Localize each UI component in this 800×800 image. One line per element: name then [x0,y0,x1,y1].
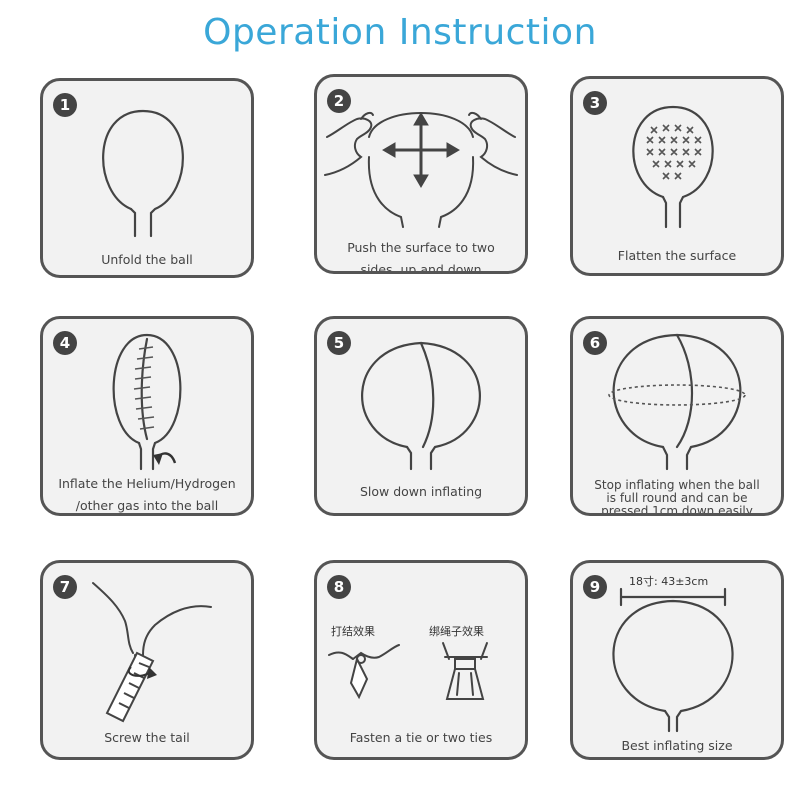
step-number: 6 [583,331,607,355]
step-number: 1 [53,93,77,117]
step-caption: Fasten a tie or two ties [349,730,493,745]
balloon-illustration [102,109,184,238]
rope-effect-label: 绑绳子效果 [429,625,484,638]
step-card-8: 8 打结效果 绑绳子效果 Fasten a tie or two ties [314,560,528,760]
knot-effect-label: 打结效果 [331,625,375,638]
page-title: Operation Instruction [203,12,597,53]
slow-inflate-balloon-illustration [361,341,481,471]
step-caption: Screw the tail [104,730,190,745]
step-caption-line-2: is full round and can be [606,491,748,505]
step-number: 5 [327,331,351,355]
step-caption-line-1: Inflate the Helium/Hydrogen [58,476,236,491]
flatten-balloon-illustration [632,105,714,229]
size-label: 18寸: 43±3cm [629,575,709,588]
screw-tail-illustration [92,582,212,723]
step-card-7: 7 Screw the tail [40,560,254,760]
step-card-5: 5 Slow down inflating [314,316,528,516]
step-caption: Flatten the surface [617,248,737,263]
step-number: 4 [53,331,77,355]
step-card-1: 1 Unfold the ball [40,78,254,278]
best-size-balloon-illustration [612,587,734,733]
step-caption: Unfold the ball [101,252,193,267]
tie-illustration [328,642,488,700]
step-card-9: 9 18寸: 43±3cm Best inflating size [570,560,784,760]
step-number: 8 [327,575,351,599]
step-card-6: 6 Stop inflating when the ball is full r… [570,316,784,516]
step-card-4: 4 Inflate the Helium/Hydrogen /other gas… [40,316,254,516]
step-card-3: 3 Flatten the surface [570,76,784,276]
step-card-2: 2 Push the surface to two sides, up and … [314,74,528,274]
step-caption-line-2: sides, up and down [360,262,482,274]
step-caption-line-2: /other gas into the ball [75,498,219,513]
step-number: 3 [583,91,607,115]
step-number: 2 [327,89,351,113]
step-caption-line-3: pressed 1cm down easily [601,504,753,516]
step-number: 9 [583,575,607,599]
step-caption: Slow down inflating [359,484,483,499]
step-caption-line-1: Push the surface to two [347,240,495,255]
hands-push-illustration [324,111,518,228]
step-number: 7 [53,575,77,599]
inflate-balloon-illustration [112,333,182,471]
step-caption-line-1: Stop inflating when the ball [594,478,760,492]
full-round-balloon-illustration [608,333,746,471]
step-caption: Best inflating size [621,738,733,753]
